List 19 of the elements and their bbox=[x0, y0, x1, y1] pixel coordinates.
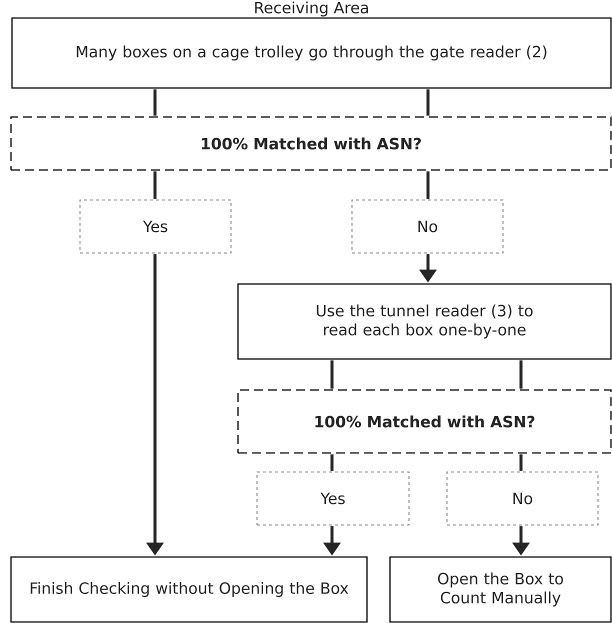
heading: Receiving Area bbox=[255, 1, 368, 16]
connector-line bbox=[426, 89, 430, 116]
answer-box: No bbox=[352, 200, 504, 254]
connector-line bbox=[330, 360, 334, 389]
answer-box: No bbox=[446, 472, 598, 526]
process-box: Open the Box to Count Manually bbox=[389, 556, 612, 623]
connector-line bbox=[520, 360, 522, 389]
connector-line bbox=[154, 89, 156, 116]
connector-line bbox=[330, 454, 334, 471]
answer-box: Yes bbox=[80, 200, 232, 254]
process-box: Many boxes on a cage trolley go through the gate reader (2) bbox=[11, 17, 612, 89]
answer-box: Yes bbox=[256, 472, 410, 526]
process-box: Finish Checking without Opening the Box bbox=[10, 556, 368, 623]
decision-box: 100% Matched with ASN? bbox=[237, 389, 612, 454]
decision-box: 100% Matched with ASN? bbox=[10, 116, 612, 171]
process-box: Use the tunnel reader (3) to read each box one-by-one bbox=[237, 283, 612, 360]
connector-line bbox=[154, 171, 156, 199]
connector-line bbox=[520, 454, 522, 471]
connector-line bbox=[426, 171, 430, 199]
